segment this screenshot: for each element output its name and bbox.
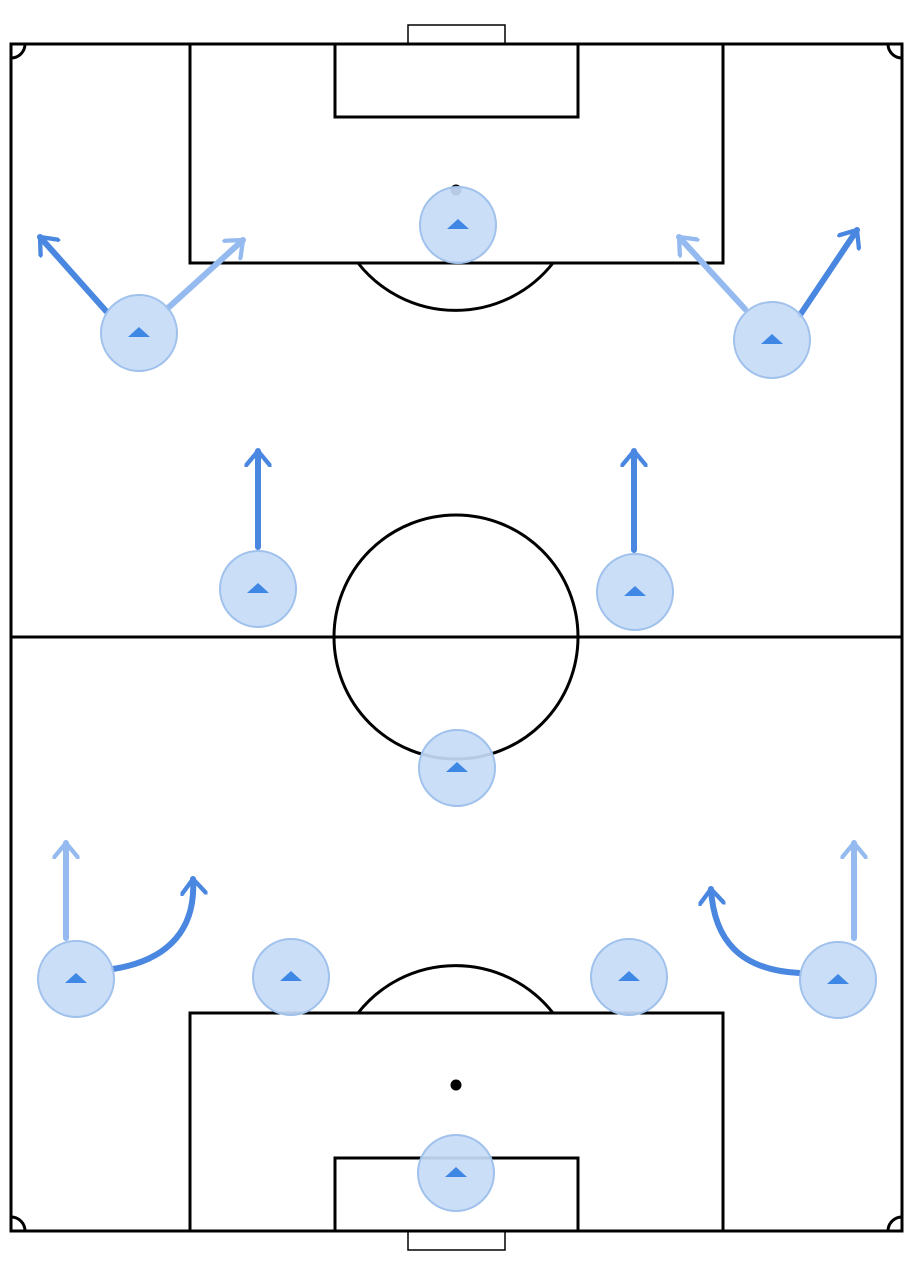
arrow-right-forward-wide-run [797, 227, 857, 318]
direction-triangle-icon [446, 762, 468, 772]
direction-triangle-icon [280, 971, 302, 981]
player-left-midfielder[interactable] [219, 550, 297, 628]
corner-arc-top-left [10, 43, 27, 60]
bottom-goal [407, 1230, 506, 1251]
player-centre-forward[interactable] [419, 186, 497, 264]
players [37, 186, 877, 1212]
direction-triangle-icon [827, 974, 849, 984]
arrow-right-forward-inside-run [676, 234, 748, 312]
arrow-left-forward-wide-run [37, 234, 109, 314]
direction-triangle-icon [624, 586, 646, 596]
pitch-markings [9, 24, 904, 1251]
direction-triangle-icon [65, 973, 87, 983]
bottom-penalty-spot [450, 1079, 462, 1091]
top-goal-area [333, 42, 580, 119]
arrow-left-back-curved-run [110, 876, 193, 972]
direction-triangle-icon [445, 1167, 467, 1177]
player-centre-midfielder[interactable] [418, 729, 496, 807]
top-penalty-arc [356, 262, 555, 312]
player-left-centre-back[interactable] [252, 938, 330, 1016]
player-right-centre-back[interactable] [590, 938, 668, 1016]
direction-triangle-icon [618, 971, 640, 981]
corner-arc-top-right [886, 43, 903, 60]
direction-triangle-icon [128, 327, 150, 337]
player-left-forward[interactable] [100, 294, 178, 372]
direction-triangle-icon [761, 334, 783, 344]
arrow-right-back-curved-run [711, 886, 802, 976]
direction-triangle-icon [447, 219, 469, 229]
player-goalkeeper[interactable] [417, 1134, 495, 1212]
player-left-back[interactable] [37, 940, 115, 1018]
player-right-forward[interactable] [733, 301, 811, 379]
player-right-back[interactable] [799, 941, 877, 1019]
corner-arc-bottom-right [886, 1215, 903, 1232]
arrow-left-forward-inside-run [165, 237, 246, 311]
corner-arc-bottom-left [10, 1215, 27, 1232]
direction-triangle-icon [247, 583, 269, 593]
player-right-midfielder[interactable] [596, 553, 674, 631]
bottom-penalty-arc [356, 964, 555, 1014]
movement-arrows [37, 227, 857, 976]
top-goal [407, 24, 506, 45]
